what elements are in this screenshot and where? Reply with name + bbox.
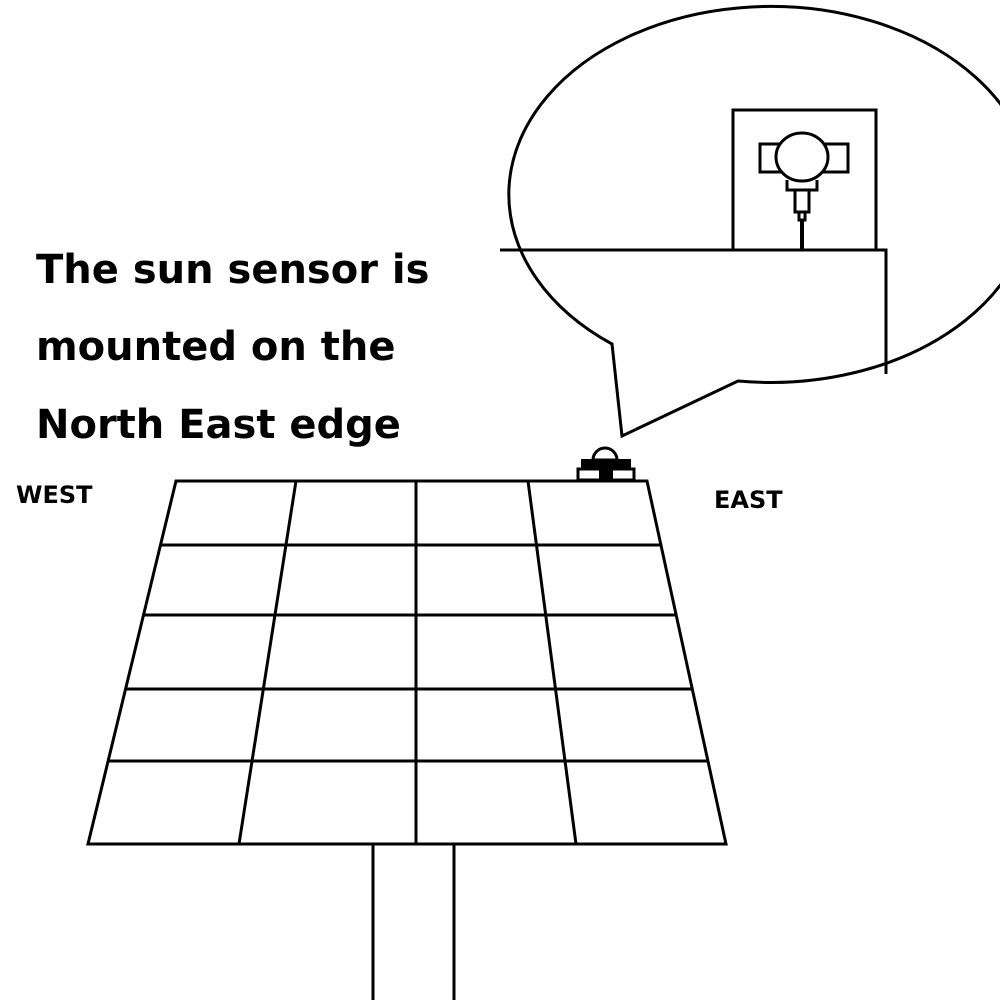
callout-bubble (500, 5, 1000, 439)
zoomed-sun-sensor-icon (774, 131, 830, 183)
zoomed-sensor-housing (731, 108, 878, 252)
support-pole (371, 845, 456, 1000)
caption: The sun sensor is mounted on the North E… (36, 247, 429, 448)
zoomed-sensor-neck (785, 180, 819, 222)
sun-sensor-icon (576, 446, 636, 482)
panel-column-divider (237, 480, 298, 845)
zoomed-panel-edge (500, 248, 888, 374)
solar-panel (86, 479, 728, 846)
sensor-base-plate (581, 459, 631, 469)
panel-column-divider (526, 480, 578, 845)
callout-outline (507, 5, 1000, 439)
caption-line-2: mounted on the (36, 324, 396, 370)
caption-line-1: The sun sensor is (36, 247, 429, 293)
west-label: WEST (16, 481, 93, 509)
caption-line-3: North East edge (36, 402, 401, 448)
sensor-mount-stem (599, 466, 613, 479)
panel-outline (86, 479, 728, 846)
east-label: EAST (714, 486, 783, 514)
sensor-dome (591, 446, 619, 462)
